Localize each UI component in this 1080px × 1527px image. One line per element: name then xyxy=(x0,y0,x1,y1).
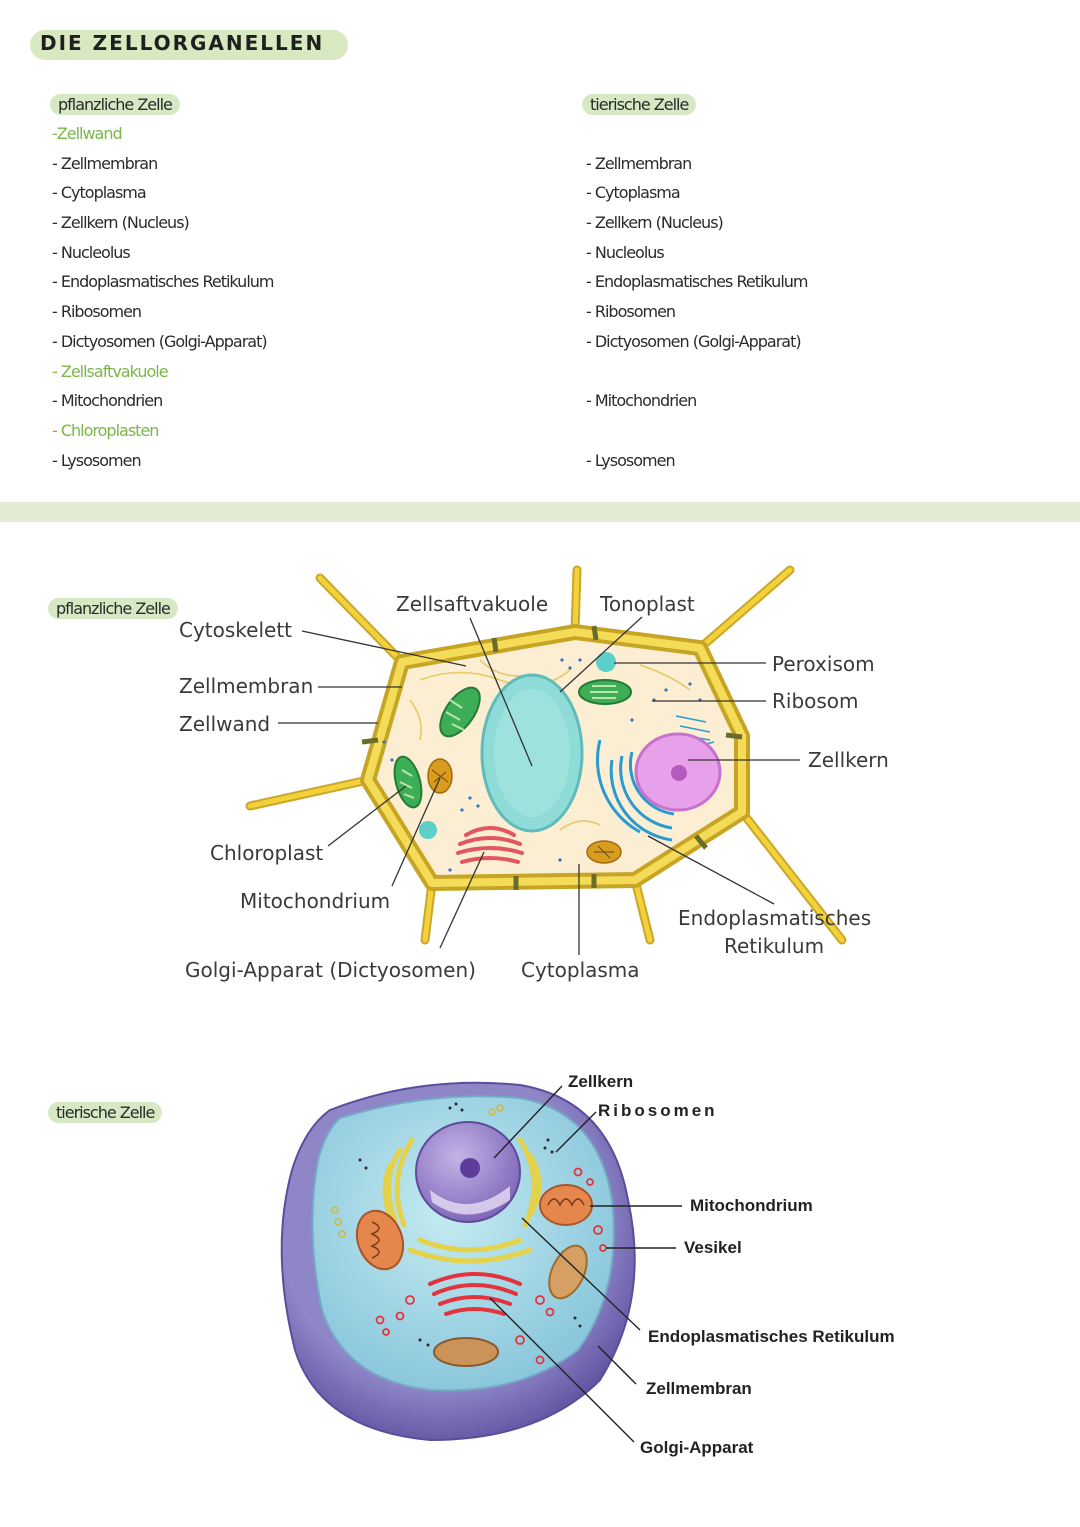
animal-list-item: - Zellkern (Nucleus) xyxy=(586,213,724,233)
animal-list-item xyxy=(586,416,808,446)
animal-label-zellkern: Zellkern xyxy=(568,1072,634,1091)
label-cytoplasma: Cytoplasma xyxy=(521,958,640,982)
animal-label-mitochondrium: Mitochondrium xyxy=(690,1196,813,1215)
animal-label-er: Endoplasmatisches Retikulum xyxy=(648,1327,895,1346)
label-chloroplast: Chloroplast xyxy=(210,841,324,865)
animal-label-vesikel: Vesikel xyxy=(684,1238,742,1257)
label-tonoplast: Tonoplast xyxy=(600,592,695,616)
animal-list-item xyxy=(586,119,808,149)
plant-list-item: - Endoplasmatisches Retikulum xyxy=(52,272,274,292)
animal-list-item: - Mitochondrien xyxy=(586,391,697,411)
chloroplasts xyxy=(393,679,632,809)
animal-leader-lines xyxy=(489,1085,682,1443)
plant-list-item: - Dictyosomen (Golgi-Apparat) xyxy=(52,331,268,351)
animal-golgi xyxy=(428,1272,522,1316)
peroxisome-2 xyxy=(419,821,437,839)
plant-diagram-heading: pflanzliche Zelle xyxy=(48,598,178,619)
animal-list-item: - Endoplasmatisches Retikulum xyxy=(586,272,808,292)
plant-list-item: - Zellsaftvakuole xyxy=(52,361,169,381)
animal-list-item: - Nucleolus xyxy=(586,242,665,262)
animal-list-item xyxy=(586,357,808,387)
plant-list-item: - Lysosomen xyxy=(52,450,142,470)
label-peroxisom: Peroxisom xyxy=(772,652,875,676)
plant-list-item: - Mitochondrien xyxy=(52,391,163,411)
label-ribosom: Ribosom xyxy=(772,689,859,713)
golgi-apparatus xyxy=(456,826,524,864)
plant-list-item: - Zellkern (Nucleus) xyxy=(52,213,190,233)
animal-list-item: - Ribosomen xyxy=(586,302,676,322)
animal-list-item: - Zellmembran xyxy=(586,153,692,173)
plant-list-item: -Zellwand xyxy=(52,124,123,143)
label-er-line1: Endoplasmatisches xyxy=(678,906,872,930)
animal-list-item: - Lysosomen xyxy=(586,450,676,470)
label-zellkern: Zellkern xyxy=(808,748,889,772)
animal-nucleolus xyxy=(460,1158,480,1178)
plant-list-item: - Nucleolus xyxy=(52,242,131,262)
nucleolus xyxy=(671,765,687,781)
label-mitochondrium: Mitochondrium xyxy=(240,889,391,913)
label-zellsaftvakuole: Zellsaftvakuole xyxy=(396,592,549,616)
animal-small-vesicles xyxy=(331,1104,504,1238)
label-golgi-apparat: Golgi-Apparat (Dictyosomen) xyxy=(185,958,476,982)
label-er-line2: Retikulum xyxy=(724,934,825,958)
page-title: DIE ZELLORGANELLEN xyxy=(40,31,325,55)
animal-label-ribosomen: Ribosomen xyxy=(598,1101,718,1120)
cytoskeleton xyxy=(409,659,691,831)
endoplasmic-reticulum xyxy=(595,739,675,842)
peroxisome xyxy=(596,652,616,672)
section-divider xyxy=(0,502,1080,522)
plant-list-item: - Zellmembran xyxy=(52,153,158,173)
title-highlight xyxy=(30,30,348,60)
animal-vesicles xyxy=(375,1167,607,1365)
plant-list-item: - Cytoplasma xyxy=(52,183,147,203)
animal-er xyxy=(382,1137,542,1264)
animal-diagram-heading: tierische Zelle xyxy=(48,1102,163,1123)
plant-cell-diagram xyxy=(245,565,847,955)
label-zellwand: Zellwand xyxy=(179,712,271,736)
animal-list-item: - Dictyosomen (Golgi-Apparat) xyxy=(586,331,802,351)
plasmodesmata xyxy=(361,625,743,890)
animal-cell-diagram xyxy=(280,1081,682,1443)
animal-label-golgi-apparat: Golgi-Apparat xyxy=(640,1438,754,1457)
animal-label-zellmembran: Zellmembran xyxy=(646,1379,752,1398)
label-zellmembran: Zellmembran xyxy=(179,674,314,698)
animal-ribosomes xyxy=(358,1102,582,1347)
plant-list-item: - Ribosomen xyxy=(52,302,142,322)
plant-list-item: - Chloroplasten xyxy=(52,420,159,440)
plant-cell-heading: pflanzliche Zelle xyxy=(50,94,180,115)
animal-organelle-list: - Zellmembran - Cytoplasma - Zellkern (Nuc… xyxy=(586,119,808,475)
animal-list-item: - Cytoplasma xyxy=(586,183,681,203)
animal-mitochondria xyxy=(355,1184,593,1367)
plant-organelle-list: -Zellwand - Zellmembran - Cytoplasma - Zell… xyxy=(52,119,274,475)
label-cytoskelett: Cytoskelett xyxy=(179,618,293,642)
animal-cell-heading: tierische Zelle xyxy=(582,94,697,115)
plant-leader-lines xyxy=(278,616,800,955)
